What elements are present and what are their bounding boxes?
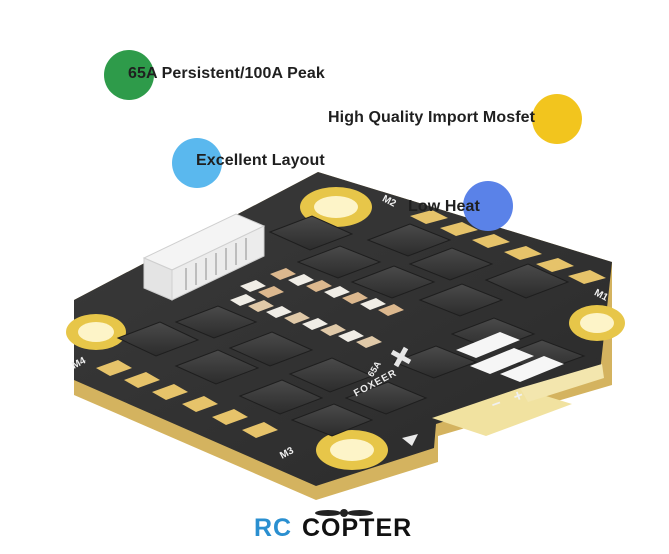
- feature-label: Excellent Layout: [196, 152, 325, 169]
- feature-label: High Quality Import Mosfet: [328, 109, 536, 126]
- logo-rc-text: RC: [254, 514, 293, 542]
- mounting-hole-left: [66, 314, 126, 350]
- feature-label: 65A Persistent/100A Peak: [128, 65, 325, 82]
- feature-dot-green: [104, 50, 154, 100]
- motor-pads-left: [96, 360, 278, 438]
- propeller-icon: [315, 509, 373, 517]
- feature-dot-yellow: [532, 94, 582, 144]
- rc-copter-logo: RC COPTER: [252, 509, 422, 546]
- mosfet-array: [116, 215, 586, 437]
- feature-dot-light-blue: [172, 138, 222, 188]
- power-pad-strip: [520, 364, 604, 402]
- mounting-hole-top: [300, 187, 372, 227]
- mounting-hole-right: [569, 305, 625, 341]
- passive-components: [230, 268, 404, 348]
- direction-arrow: [402, 434, 418, 446]
- motor-pads-right: [410, 210, 606, 284]
- logo-copter-text: COPTER: [302, 514, 413, 542]
- feature-dot-blue: [463, 181, 513, 231]
- foxeer-x-mark: [390, 346, 412, 368]
- power-capacitors: [456, 332, 564, 382]
- power-pad-large: [432, 388, 572, 436]
- feature-label: Low Heat: [408, 198, 480, 215]
- signal-connector: [142, 213, 266, 301]
- mounting-hole-bottom: [316, 430, 388, 470]
